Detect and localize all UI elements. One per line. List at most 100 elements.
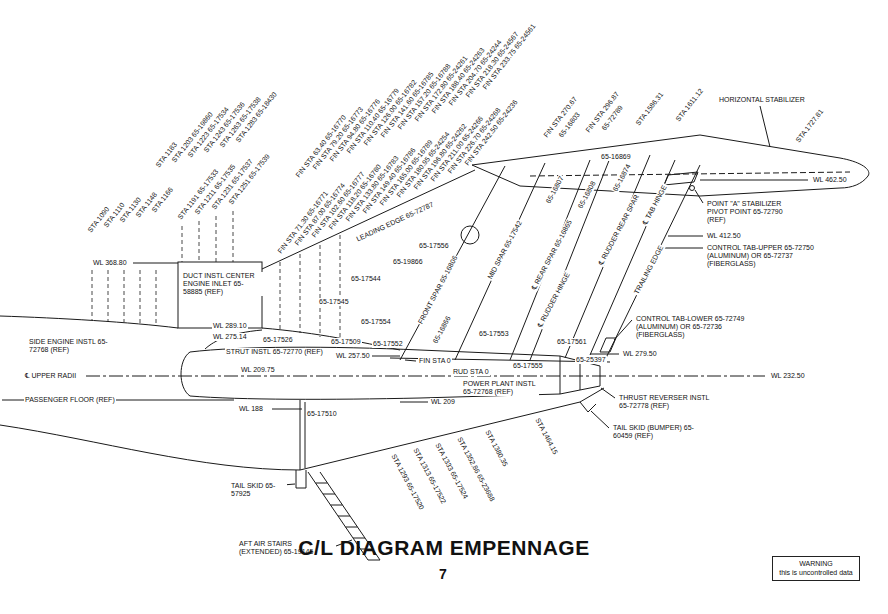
structure-label: ℄ RUDDER REAR SPAR	[597, 193, 642, 268]
callout-label: 65-19866	[392, 258, 424, 266]
callout-label: SIDE ENGINE INSTL 65-72768 (REF)	[28, 338, 110, 354]
callout-label: TAIL SKID (BUMPER) 65-60459 (REF)	[612, 424, 706, 440]
fin-structure	[455, 163, 545, 360]
structure-label: 65-16866	[431, 314, 453, 346]
callout-label: CONTROL TAB-UPPER 65-72750 (ALUMINUM) OR…	[706, 244, 820, 268]
callout-label: 65-17552	[372, 340, 404, 348]
aft-structure	[300, 400, 301, 470]
station-line	[320, 245, 321, 337]
aft-structure	[270, 360, 615, 560]
horizontal-stabilizer	[614, 320, 632, 340]
callout-label: 65-17554	[360, 318, 392, 326]
station-label: STA 1727.81	[794, 107, 826, 145]
engine-nacelle	[560, 356, 561, 394]
callout-label: 65-17553	[478, 330, 510, 338]
station-label: STA 1611.12	[674, 86, 706, 124]
station-label: STA 1380.35	[483, 428, 510, 469]
callout-label: 65-17509	[330, 338, 362, 346]
fin-structure	[510, 160, 590, 360]
aft-structure	[601, 388, 615, 398]
aft-structure	[591, 411, 609, 428]
callout-label: 65-17545	[318, 298, 350, 306]
warning-box: WARNINGthis is uncontrolled data	[772, 556, 860, 581]
station-line	[140, 270, 141, 323]
callout-label: POWER PLANT INSTL 65-72768 (REF)	[462, 380, 539, 396]
callout-label: ℄ UPPER RADII	[24, 372, 77, 380]
callout-label: WL 232.50	[770, 372, 806, 380]
fuselage-outline	[0, 316, 604, 470]
callout-label: WL 209.75	[240, 366, 276, 374]
horizontal-stabilizer	[690, 186, 695, 191]
horizontal-stabilizer	[530, 172, 850, 176]
station-line	[280, 262, 281, 330]
callout-label: WL 209	[430, 398, 456, 406]
waterline-leader	[372, 356, 400, 357]
callout-label: FIN STA 0	[418, 357, 452, 365]
callout-label: 65-25397	[575, 356, 607, 364]
callout-label: TAIL SKID 65-57925	[230, 482, 287, 498]
center-line	[86, 376, 765, 377]
page-title: C/L DIAGRAM EMPENNAGE	[298, 536, 589, 560]
station-line	[340, 235, 341, 340]
callout-label: 65-16869	[600, 153, 632, 161]
callout-label: 65-17510	[306, 410, 338, 418]
engine-nacelle	[205, 330, 262, 349]
warning-text: this is uncontrolled data	[778, 568, 854, 577]
structure-label: 65-16808	[576, 179, 598, 211]
fin-structure	[600, 338, 616, 352]
callout-label: DUCT INSTL CENTER ENGINE INLET 65-58885 …	[182, 272, 264, 296]
aft-structure	[405, 360, 416, 361]
callout-label: STRUT INSTL 65-72770 (REF)	[225, 348, 324, 356]
station-line	[182, 226, 183, 262]
callout-label: PASSENGER FLOOR (REF)	[24, 396, 116, 404]
horizontal-stabilizer	[472, 135, 869, 196]
station-line	[124, 270, 125, 322]
callout-label: WL 275.14	[212, 333, 248, 341]
station-line	[156, 270, 157, 325]
aft-structure	[580, 402, 596, 412]
station-line	[92, 270, 93, 320]
horizontal-stabilizer	[472, 106, 869, 340]
callout-label: WL 188	[238, 405, 264, 413]
callout-label: 65-17555	[512, 362, 544, 370]
engine-nacelle	[181, 347, 600, 399]
horizontal-stabilizer	[695, 190, 703, 203]
station-line	[199, 221, 200, 262]
station-line	[300, 254, 301, 333]
engine-nacelle	[181, 330, 600, 399]
callout-label: POINT "A" STABILIZER PIVOT POINT 65-7279…	[706, 200, 800, 224]
waterline-leader	[590, 354, 619, 355]
waterline-leader	[700, 180, 808, 181]
waterline-leader	[400, 402, 428, 403]
structure-label: 65-16807	[544, 174, 566, 206]
callout-label: HORIZONTAL STABILIZER	[718, 96, 806, 104]
callout-label: WL 412.50	[706, 232, 742, 240]
fin-structure	[461, 226, 479, 244]
callout-label: CONTROL TAB-LOWER 65-72749 (ALUMINUM) OR…	[635, 315, 749, 339]
horizontal-stabilizer	[760, 106, 770, 147]
structure-label: 65-16874	[611, 162, 633, 194]
warning-heading: WARNING	[778, 559, 854, 568]
center-line	[86, 376, 765, 377]
structure-label: TRAILING EDGE	[632, 243, 665, 296]
station-line	[233, 211, 234, 262]
page-number: 7	[438, 566, 448, 582]
callout-label: WL 257.50	[335, 352, 371, 360]
callout-label: 65-17561	[556, 338, 588, 346]
callout-label: WL 279.50	[622, 350, 658, 358]
structure-label: ℄ TAB HINGE	[641, 183, 669, 227]
station-line	[216, 216, 217, 262]
station-label: STA 1464.15	[533, 416, 560, 457]
callout-label: 65-17556	[418, 242, 450, 250]
callout-label: WL 462.50	[812, 176, 848, 184]
aft-structure	[296, 470, 306, 488]
callout-label: WL 368.80	[92, 259, 128, 267]
fuselage-outline	[0, 388, 604, 470]
callout-label: 65-17526	[262, 336, 294, 344]
callout-label: 65-17544	[350, 275, 382, 283]
horizontal-stabilizer	[662, 248, 703, 249]
fuselage-outline	[0, 316, 178, 328]
callout-label: WL 289.10	[212, 322, 248, 330]
station-line	[108, 270, 109, 321]
